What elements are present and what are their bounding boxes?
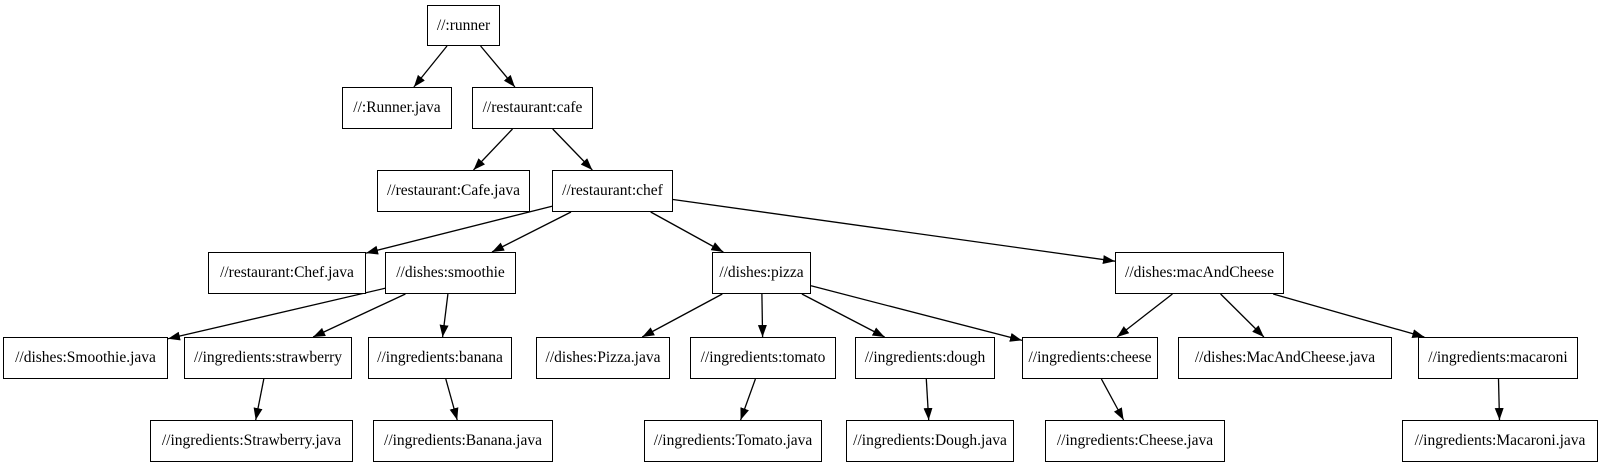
edge-smoothie-to-smoothie_java [167,287,386,341]
edge-cafe-to-cafe_java [473,128,513,171]
graph-node-label: //dishes:pizza [719,264,804,282]
edge-macandcheese-to-macaroni [1273,293,1425,339]
edge-pizza-to-dough [801,293,885,338]
graph-node-label: //ingredients:tomato [700,349,826,367]
edge-pizza-to-pizza_java [641,293,723,338]
graph-node-strawberry_java: //ingredients:Strawberry.java [150,420,353,462]
edge-smoothie-to-banana [439,293,449,338]
edge-chef-to-chef_java [365,205,553,255]
edge-cafe-to-chef [552,128,593,171]
graph-node-tomato: //ingredients:tomato [690,337,836,379]
graph-node-label: //dishes:MacAndCheese.java [1194,349,1376,367]
graph-node-pizza: //dishes:pizza [712,252,811,294]
graph-node-label: //ingredients:Macaroni.java [1414,432,1586,450]
edge-banana-to-banana_java [445,378,459,421]
graph-node-macaroni_java: //ingredients:Macaroni.java [1402,420,1598,462]
graph-node-label: //ingredients:Cheese.java [1056,432,1214,450]
graph-node-label: //ingredients:banana [377,349,503,367]
edge-pizza-to-cheese [810,285,1023,342]
graph-node-cafe_java: //restaurant:Cafe.java [377,170,530,212]
graph-node-label: //:runner [436,16,491,34]
edge-macaroni-to-macaroni_java [1494,378,1504,421]
graph-node-chef: //restaurant:chef [552,170,673,212]
graph-node-dough_java: //ingredients:Dough.java [846,420,1014,462]
graph-node-pizza_java: //dishes:Pizza.java [536,337,670,379]
graph-node-chef_java: //restaurant:Chef.java [208,252,366,294]
graph-node-banana: //ingredients:banana [368,337,512,379]
graph-node-cafe: //restaurant:cafe [472,87,593,129]
graph-node-label: //dishes:smoothie [396,264,505,282]
edge-pizza-to-tomato [757,293,767,338]
edge-smoothie-to-strawberry [312,293,406,338]
graph-node-label: //:Runner.java [353,99,441,117]
graph-node-label: //ingredients:strawberry [193,349,343,367]
graph-node-label: //ingredients:Tomato.java [653,432,813,450]
edge-chef-to-macandcheese [672,198,1116,264]
edge-macandcheese-to-macandcheese_java [1220,293,1265,338]
graph-node-label: //restaurant:Chef.java [220,264,354,282]
graph-node-label: //ingredients:Banana.java [384,432,542,450]
graph-node-label: //ingredients:dough [864,349,986,367]
graph-node-banana_java: //ingredients:Banana.java [373,420,553,462]
graph-node-macandcheese_java: //dishes:MacAndCheese.java [1178,337,1392,379]
graph-node-cheese_java: //ingredients:Cheese.java [1045,420,1225,462]
edge-macandcheese-to-cheese [1116,293,1173,338]
graph-node-label: //dishes:Pizza.java [545,349,661,367]
graph-node-label: //restaurant:cafe [482,99,583,117]
graph-node-smoothie_java: //dishes:Smoothie.java [3,337,168,379]
edge-runner-to-cafe [480,45,516,88]
edge-cheese-to-cheese_java [1100,378,1125,421]
graph-node-label: //restaurant:chef [562,182,663,200]
graph-node-label: //dishes:Smoothie.java [15,349,156,367]
graph-node-label: //ingredients:macaroni [1428,349,1568,367]
graph-node-label: //ingredients:Dough.java [853,432,1007,450]
edge-dough-to-dough_java [923,378,933,421]
graph-node-label: //ingredients:Strawberry.java [161,432,342,450]
graph-node-macaroni: //ingredients:macaroni [1418,337,1578,379]
edge-tomato-to-tomato_java [739,378,757,421]
graph-node-runner: //:runner [427,5,500,46]
graph-node-tomato_java: //ingredients:Tomato.java [644,420,822,462]
graph-node-strawberry: //ingredients:strawberry [184,337,352,379]
graph-node-macandcheese: //dishes:macAndCheese [1115,252,1284,294]
graph-node-label: //ingredients:cheese [1028,349,1152,367]
graph-node-label: //restaurant:Cafe.java [387,182,520,200]
graph-node-cheese: //ingredients:cheese [1022,337,1158,379]
edge-runner-to-runner_java [413,45,448,88]
graph-node-runner_java: //:Runner.java [342,87,452,129]
edge-strawberry-to-strawberry_java [253,378,265,421]
edge-chef-to-pizza [650,211,724,253]
graph-node-label: //dishes:macAndCheese [1125,264,1274,282]
graph-node-dough: //ingredients:dough [855,337,995,379]
graph-node-smoothie: //dishes:smoothie [385,252,516,294]
edge-chef-to-smoothie [491,211,572,253]
